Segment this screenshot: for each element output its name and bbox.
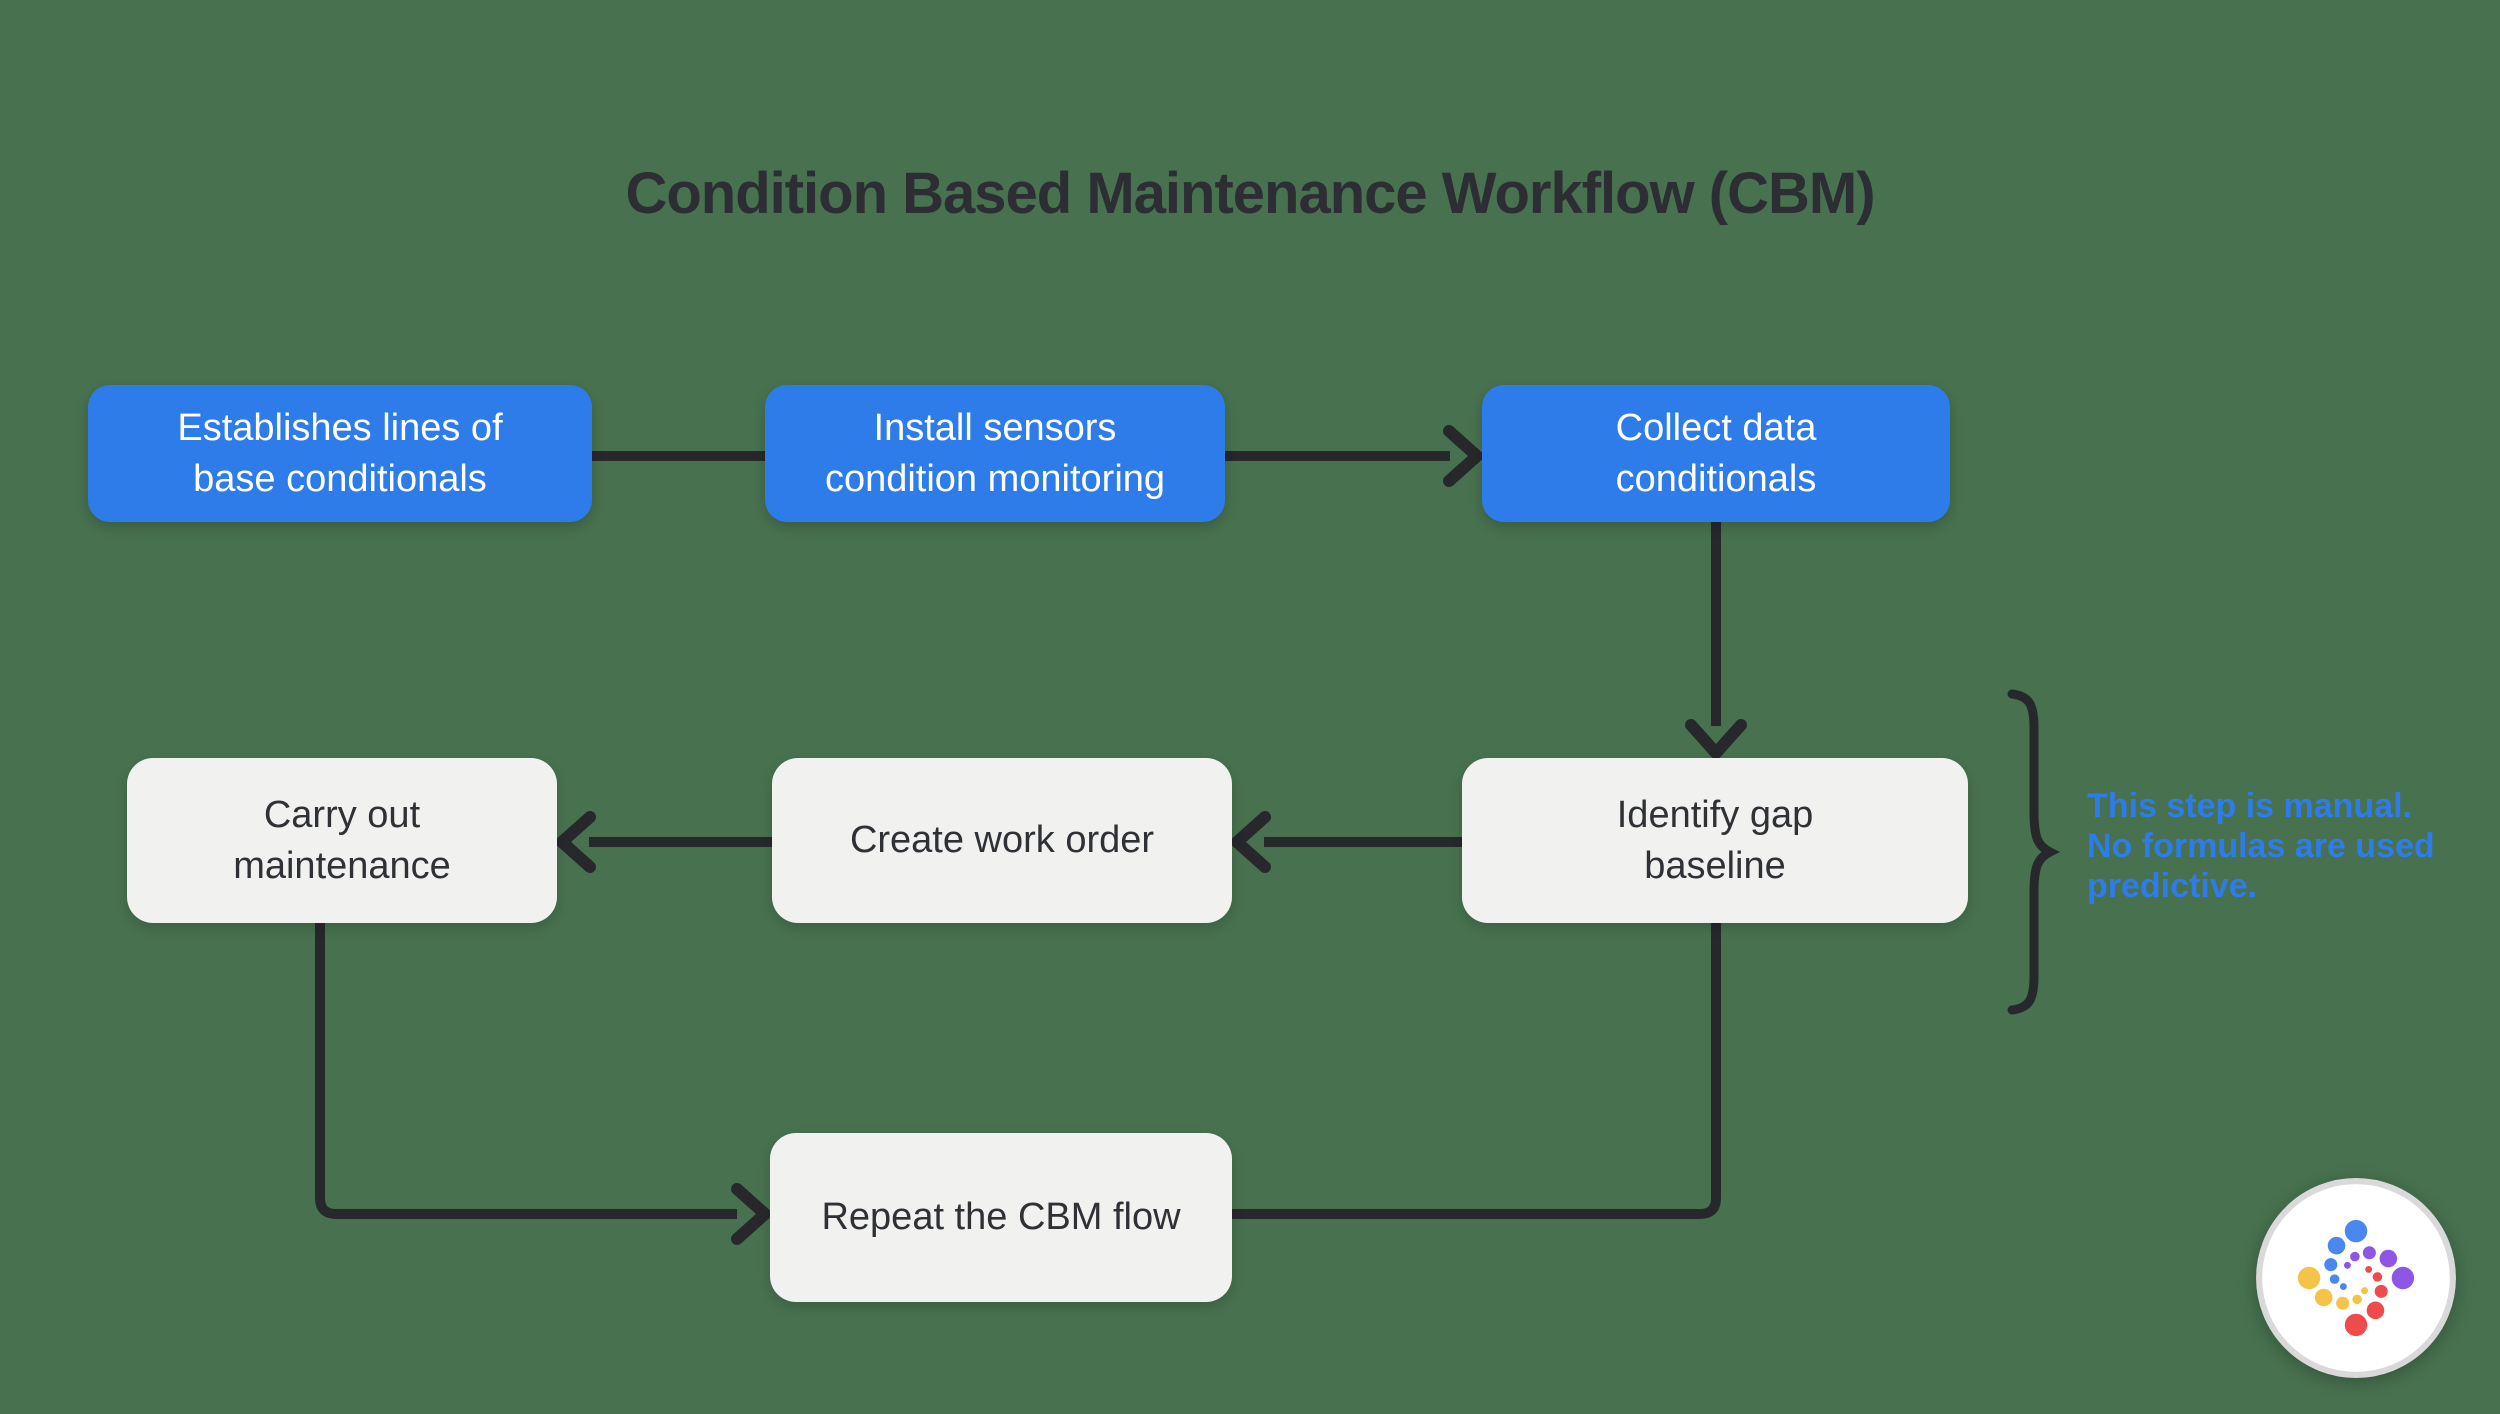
connector-identify-to-repeat bbox=[1232, 923, 1721, 1219]
arrowhead-into-repeat bbox=[731, 1183, 771, 1245]
annotation-text: This step is manual. No formulas are use… bbox=[2087, 787, 2435, 905]
brand-logo bbox=[2256, 1178, 2456, 1378]
flow-node-establish-baseline: Establishes lines of base conditionals bbox=[88, 385, 592, 522]
flow-node-label: Collect data conditionals bbox=[1615, 407, 1817, 500]
flow-node-carry-out-maintenance: Carry out maintenance bbox=[127, 758, 557, 923]
logo-dot-spiral bbox=[2297, 1219, 2415, 1337]
flow-node-label: Create work order bbox=[849, 819, 1155, 862]
flow-node-create-work-order: Create work order bbox=[772, 758, 1232, 923]
arrowhead-into-identify bbox=[1685, 719, 1747, 759]
flow-node-label: Carry out maintenance bbox=[233, 794, 451, 887]
logo-circle bbox=[2256, 1178, 2456, 1378]
flow-node-repeat-cbm-flow: Repeat the CBM flow bbox=[770, 1133, 1232, 1302]
connector-carry-to-repeat bbox=[315, 923, 737, 1219]
flow-node-label: Identify gap baseline bbox=[1616, 794, 1814, 887]
curly-brace bbox=[2007, 689, 2061, 1015]
flow-node-identify-gap-baseline: Identify gap baseline bbox=[1462, 758, 1968, 923]
diagram-title: Condition Based Maintenance Workflow (CB… bbox=[625, 161, 1875, 226]
flow-node-install-sensors: Install sensors condition monitoring bbox=[765, 385, 1225, 522]
flow-node-label: Repeat the CBM flow bbox=[821, 1196, 1181, 1239]
flow-node-label: Establishes lines of base conditionals bbox=[177, 407, 503, 500]
flow-node-label: Install sensors condition monitoring bbox=[824, 407, 1166, 500]
arrowhead-into-create bbox=[1231, 811, 1271, 873]
arrowhead-into-carry bbox=[556, 811, 596, 873]
arrowhead-into-collect bbox=[1443, 425, 1483, 487]
flow-node-collect-data: Collect data conditionals bbox=[1482, 385, 1950, 522]
